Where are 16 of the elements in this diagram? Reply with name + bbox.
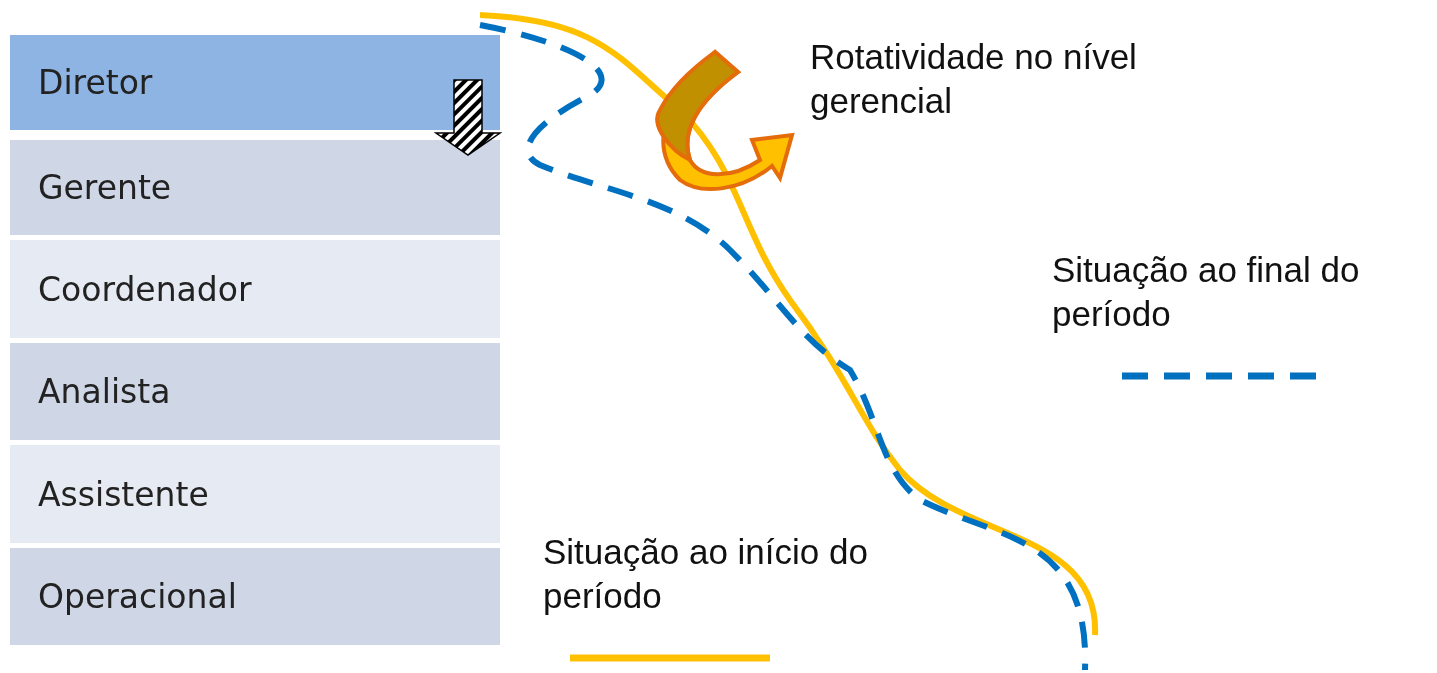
level-box — [10, 343, 500, 440]
level-box — [10, 140, 500, 235]
level-label: Coordenador — [38, 269, 252, 309]
legend-label: Situação ao início do período — [543, 531, 869, 617]
level-label: Assistente — [38, 474, 209, 514]
level-box — [10, 445, 500, 543]
level-box — [10, 240, 500, 338]
level-label: Operacional — [38, 577, 237, 616]
level-label: Diretor — [38, 63, 153, 102]
level-box — [10, 35, 500, 130]
striped-arrow — [433, 79, 503, 156]
level-label: Analista — [38, 372, 171, 411]
level-box — [10, 548, 500, 645]
annotation-text: Rotatividade no nível gerencial — [810, 36, 1138, 122]
legend-label: Situação ao final do período — [1052, 249, 1361, 335]
level-label: Gerente — [38, 168, 172, 207]
